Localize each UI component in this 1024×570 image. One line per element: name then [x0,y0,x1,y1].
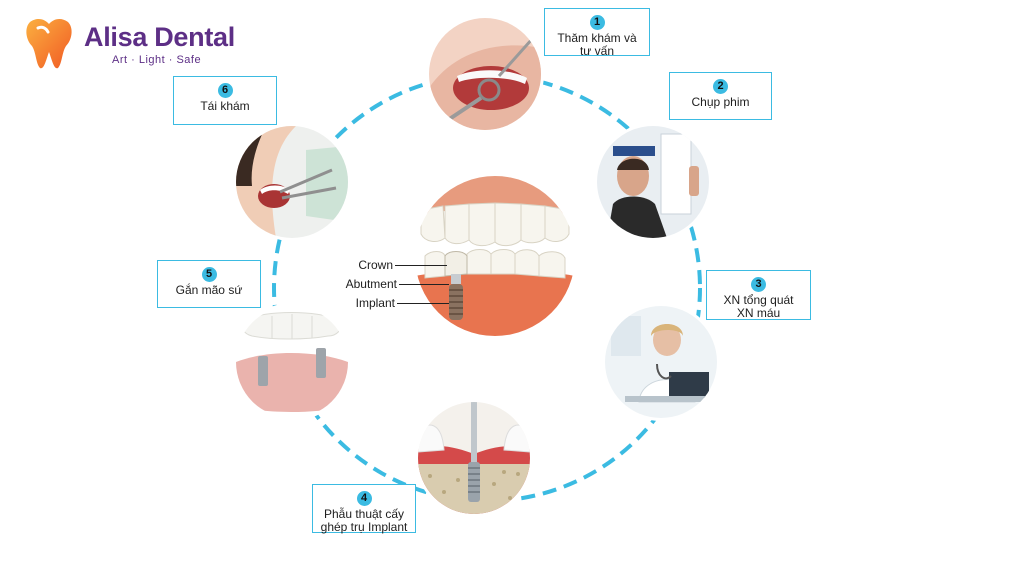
step-3-label: XN tổng quát XN máu [723,293,794,320]
step-3-photo [605,306,717,418]
step-3-number: 3 [751,277,766,292]
step-6-label: Tái khám [200,99,250,113]
leader-crown [395,265,447,266]
tooth-logo-icon [26,18,72,69]
step-1-box: 1 Thăm khám và tư vấn [544,8,650,58]
step-2-box: 2 Chụp phim [669,72,772,120]
implant-cross-section-icon [415,176,575,336]
checkup-icon [236,126,348,238]
crown-bridge-icon [236,306,348,418]
step-3-box: 3 XN tổng quát XN máu [706,270,811,320]
brand-name: Alisa Dental [84,22,235,52]
leader-implant [397,303,449,304]
step-2-label: Chụp phim [691,95,750,109]
step-4-number: 4 [356,491,372,506]
center-illustration [415,176,575,336]
step-6-box: 6 Tái khám [173,76,277,125]
step-5-box: 5 Gắn mão sứ [157,260,261,308]
step-2-photo [597,126,709,238]
step-4-photo [418,402,530,514]
step-6-number: 6 [217,83,233,98]
step-6-photo [236,126,348,238]
step-2-number: 2 [713,79,728,94]
step-5-photo [236,306,348,418]
brand-tagline: Art · Light · Safe [112,54,202,66]
step-1-number: 1 [589,15,605,30]
label-crown: Crown [358,258,393,272]
label-implant: Implant [355,296,395,310]
step-1-photo [429,18,541,130]
label-abutment: Abutment [345,277,397,291]
doctor-icon [605,306,717,418]
step-4-label: Phẫu thuật cấy ghép trụ Implant [320,507,408,534]
brand-logo: Alisa Dental Art · Light · Safe [24,16,254,76]
leader-abutment [399,284,449,285]
step-5-label: Gắn mão sứ [175,283,243,297]
implant-surgery-icon [418,402,530,514]
step-1-label: Thăm khám và tư vấn [557,31,637,58]
xray-scan-icon [597,126,709,238]
dental-exam-icon [429,18,541,130]
step-5-number: 5 [201,267,217,282]
step-4-box: 4 Phẫu thuật cấy ghép trụ Implant [312,484,416,534]
